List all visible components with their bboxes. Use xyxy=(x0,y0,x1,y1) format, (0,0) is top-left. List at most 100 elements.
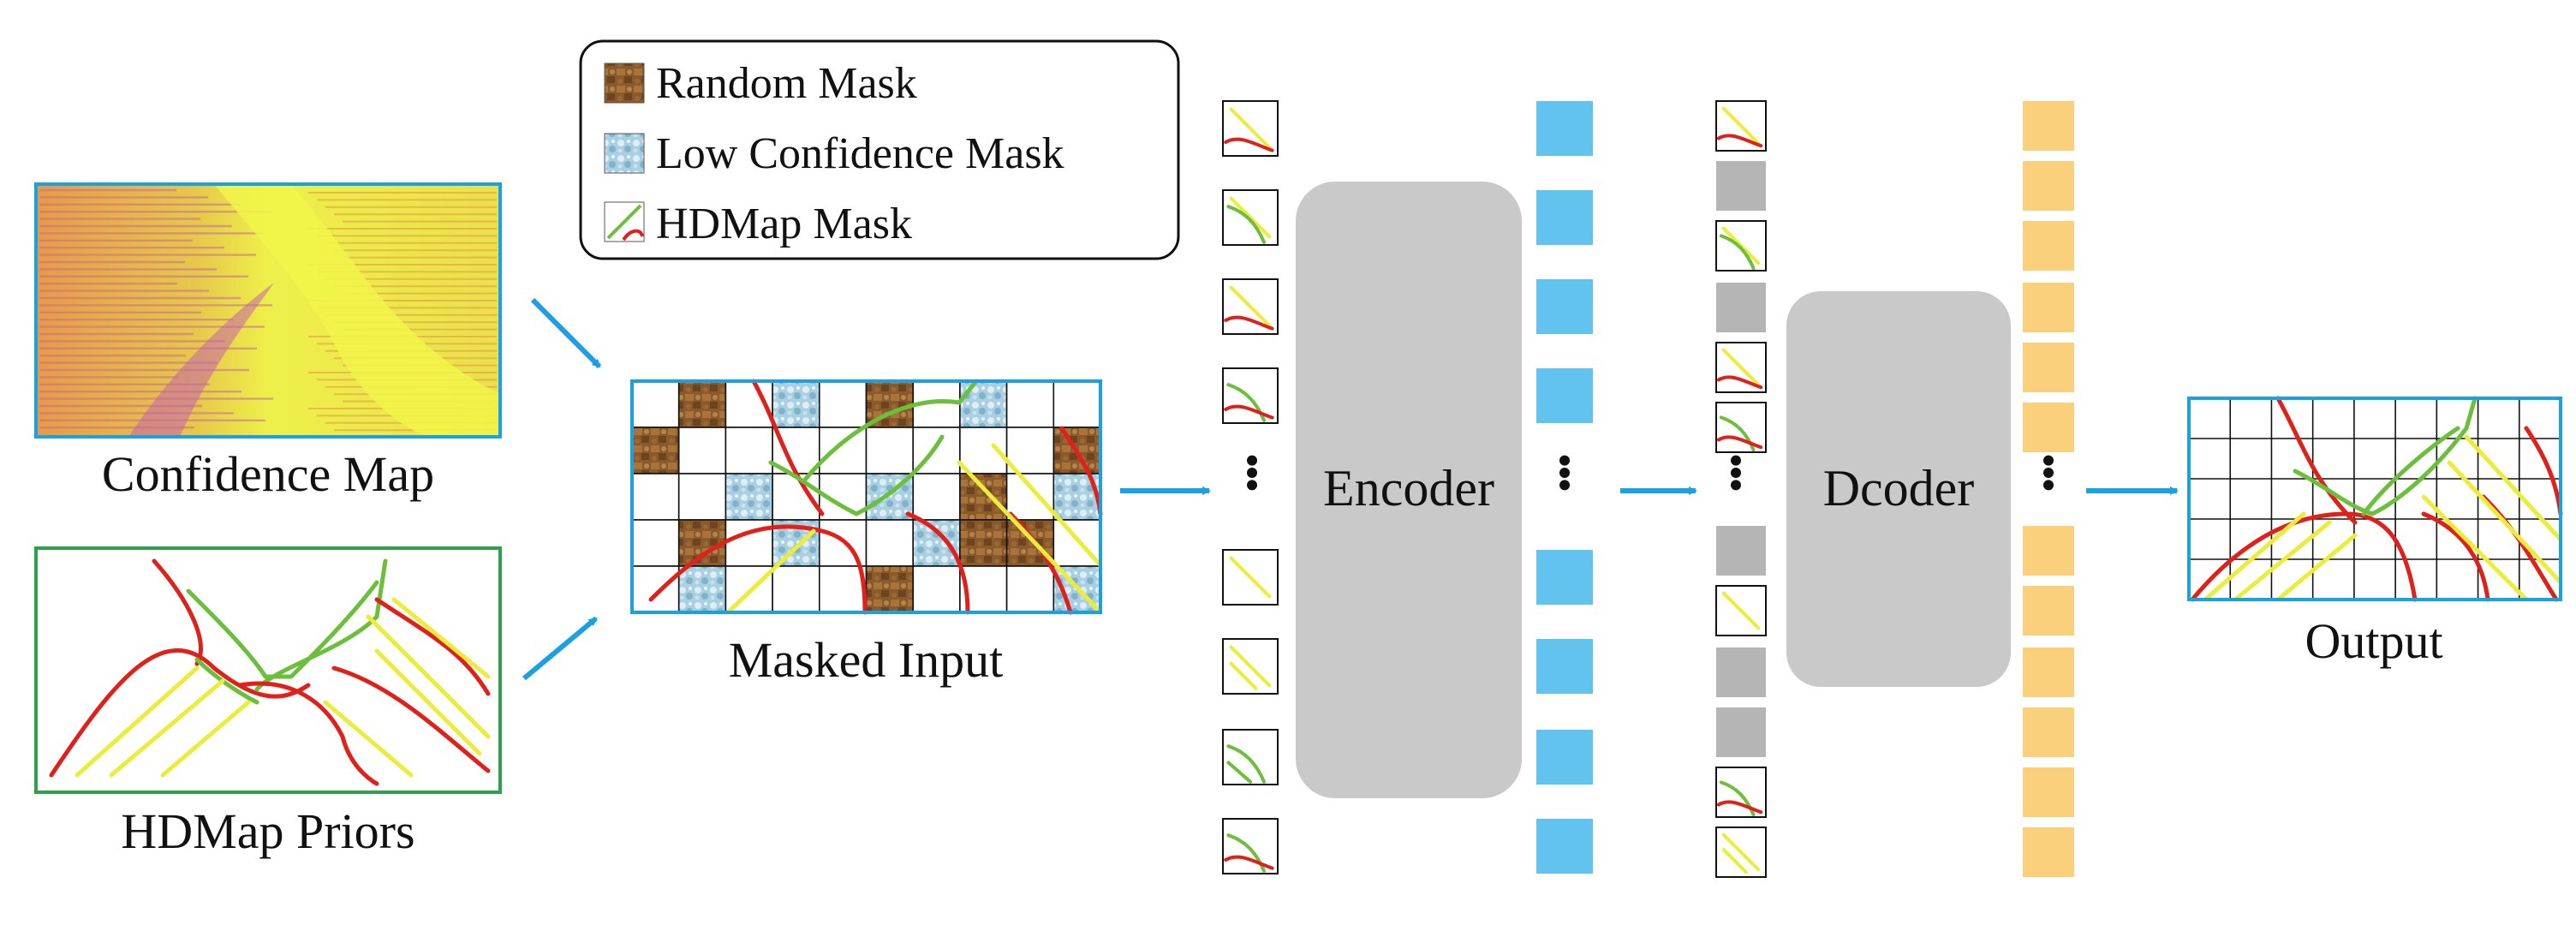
decoder-output-token xyxy=(2023,827,2074,877)
ellipsis-dot xyxy=(1247,468,1257,478)
low-confidence-cell xyxy=(912,519,961,567)
embedding-token xyxy=(1536,730,1593,785)
encoder-box xyxy=(1296,182,1522,798)
patch-token xyxy=(1222,638,1279,695)
grid-cell xyxy=(1005,565,1055,613)
confidence-map-stripes xyxy=(39,188,497,432)
decoder-input-tokens xyxy=(1715,100,1767,878)
confidence-map-label: Confidence Map xyxy=(102,446,434,502)
grid-cell xyxy=(1052,380,1101,428)
masked-token xyxy=(1716,526,1766,576)
ellipsis-dot xyxy=(1559,468,1570,478)
ellipsis-dot xyxy=(2043,455,2054,466)
patch-token xyxy=(1715,585,1767,636)
confidence-map-bright-band xyxy=(214,184,500,437)
ellipsis-dot xyxy=(1247,455,1257,466)
output-lanes xyxy=(2190,396,2563,602)
patch-token xyxy=(1222,278,1279,335)
masked-token xyxy=(1716,707,1766,757)
hdmap-priors-label: HDMap Priors xyxy=(121,803,414,859)
patch-token xyxy=(1715,100,1767,152)
random-mask-swatch xyxy=(604,63,645,104)
ellipsis-dot xyxy=(1731,455,1741,466)
patch-token xyxy=(1222,189,1279,246)
decoder-output-token xyxy=(2023,161,2074,211)
output-panel: Output xyxy=(2187,396,2563,669)
ellipsis-dot xyxy=(1731,468,1741,478)
embedding-token xyxy=(1536,190,1593,245)
patch-token xyxy=(1222,367,1279,424)
patch-token xyxy=(1222,818,1279,874)
grid-cell xyxy=(865,427,915,474)
masked-token xyxy=(1716,648,1766,697)
masked-token xyxy=(1716,283,1766,332)
low-confidence-cell xyxy=(724,473,773,521)
output-frame xyxy=(2187,397,2562,601)
embedding-token xyxy=(1536,101,1593,156)
embedding-token xyxy=(1536,550,1593,605)
hdmap-priors-lanes xyxy=(49,558,491,786)
embedding-token xyxy=(1536,639,1593,694)
patch-token xyxy=(1715,767,1767,818)
ellipsis-dot xyxy=(1731,480,1741,491)
patch-token xyxy=(1715,827,1767,878)
masked-input-panel: Masked Input xyxy=(630,379,1103,688)
confidence-map-panel: Confidence Map xyxy=(34,182,502,502)
ellipsis-dot xyxy=(1559,455,1570,466)
grid-cell xyxy=(772,565,820,613)
grid-cell xyxy=(677,473,727,521)
masked-input-label: Masked Input xyxy=(729,632,1004,688)
grid-cell xyxy=(1005,380,1055,428)
embedding-token xyxy=(1536,279,1593,334)
hdmap-priors-panel: HDMap Priors xyxy=(34,546,502,859)
low-confidence-mask-swatch xyxy=(604,133,645,174)
random-mask-cell xyxy=(959,519,1008,567)
grid-cell xyxy=(631,380,680,428)
masked-input-frame xyxy=(630,379,1102,614)
masked-token xyxy=(1716,161,1766,211)
random-mask-cell xyxy=(677,519,727,567)
patch-token xyxy=(1222,729,1279,785)
embedding-token xyxy=(1536,368,1593,423)
low-confidence-cell xyxy=(677,565,727,613)
decoder-output-tokens xyxy=(2023,101,2074,877)
legend-hdmap-mask: HDMap Mask xyxy=(656,200,912,248)
decoder-output-token xyxy=(2023,707,2074,757)
grid-cell xyxy=(912,565,961,613)
patch-token xyxy=(1715,220,1767,272)
decoder-output-token xyxy=(2023,283,2074,332)
grid-cell xyxy=(677,427,727,474)
masked-input-grid xyxy=(631,380,1101,613)
low-confidence-cell xyxy=(772,380,820,428)
encoder-label: Encoder xyxy=(1323,460,1494,516)
low-confidence-cell xyxy=(959,380,1008,428)
grid-cell xyxy=(631,565,680,613)
random-mask-cell xyxy=(677,380,727,428)
decoder-output-token xyxy=(2023,221,2074,271)
patch-token xyxy=(1222,100,1279,157)
random-mask-cell xyxy=(959,473,1008,521)
embedding-token xyxy=(1536,819,1593,874)
ellipsis-dot xyxy=(1247,480,1257,491)
patch-token xyxy=(1715,342,1767,393)
ellipsis-dot xyxy=(2043,480,2054,491)
encoder-block: Encoder xyxy=(1296,182,1522,798)
masked-input-lanes xyxy=(648,379,1103,615)
random-mask-cell xyxy=(865,565,915,613)
hdmap-mask-swatch xyxy=(604,201,645,242)
grid-cell xyxy=(912,473,961,521)
legend-box xyxy=(579,39,1180,260)
decoder-output-token xyxy=(2023,648,2074,697)
decoder-output-token xyxy=(2023,526,2074,576)
grid-cell xyxy=(865,519,915,567)
hdmap-priors-frame xyxy=(34,546,502,794)
grid-cell xyxy=(818,427,868,474)
confidence-map-low-band xyxy=(128,283,274,437)
random-mask-cell xyxy=(631,427,680,474)
legend-low-confidence-mask: Low Confidence Mask xyxy=(656,129,1064,178)
confidence-map-frame xyxy=(34,182,502,439)
output-label: Output xyxy=(2305,613,2442,669)
decoder-output-token xyxy=(2023,586,2074,636)
